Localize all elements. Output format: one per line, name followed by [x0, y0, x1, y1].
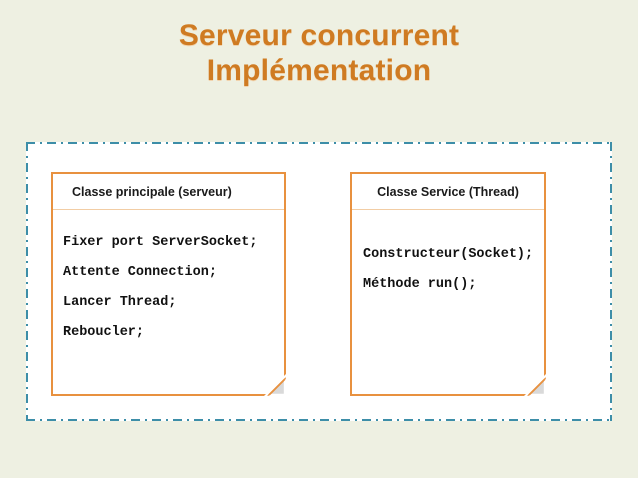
- card-header-label: Classe Service (Thread): [377, 184, 519, 199]
- folded-corner-icon: [264, 374, 287, 397]
- card-body-classe-principale: Fixer port ServerSocket; Attente Connect…: [53, 210, 284, 348]
- code-line: Constructeur(Socket);: [363, 247, 534, 262]
- card-header-label: Classe principale (serveur): [72, 184, 232, 199]
- dashed-border-bottom: [26, 419, 612, 421]
- code-line: Lancer Thread;: [63, 295, 177, 310]
- card-classe-principale: Classe principale (serveur) Fixer port S…: [51, 172, 287, 397]
- code-line: Méthode run();: [363, 277, 477, 292]
- card-classe-service: Classe Service (Thread) Constructeur(Soc…: [350, 172, 547, 397]
- folded-corner-icon: [524, 374, 547, 397]
- dashed-border-left: [26, 142, 28, 421]
- page-title-line-2: Implémentation: [206, 54, 432, 88]
- card-header-classe-service: Classe Service (Thread): [352, 174, 544, 210]
- page-title-line-1: Serveur concurrent: [178, 19, 460, 52]
- dashed-border-top: [26, 142, 612, 144]
- code-line: Reboucler;: [63, 325, 145, 340]
- card-body-classe-service: Constructeur(Socket); Méthode run();: [352, 210, 544, 300]
- code-line: Attente Connection;: [63, 265, 217, 280]
- page-title: Serveur concurrent Implémentation: [0, 18, 638, 89]
- dashed-border-right: [610, 142, 612, 421]
- code-line: Fixer port ServerSocket;: [63, 235, 258, 250]
- card-header-classe-principale: Classe principale (serveur): [53, 174, 284, 210]
